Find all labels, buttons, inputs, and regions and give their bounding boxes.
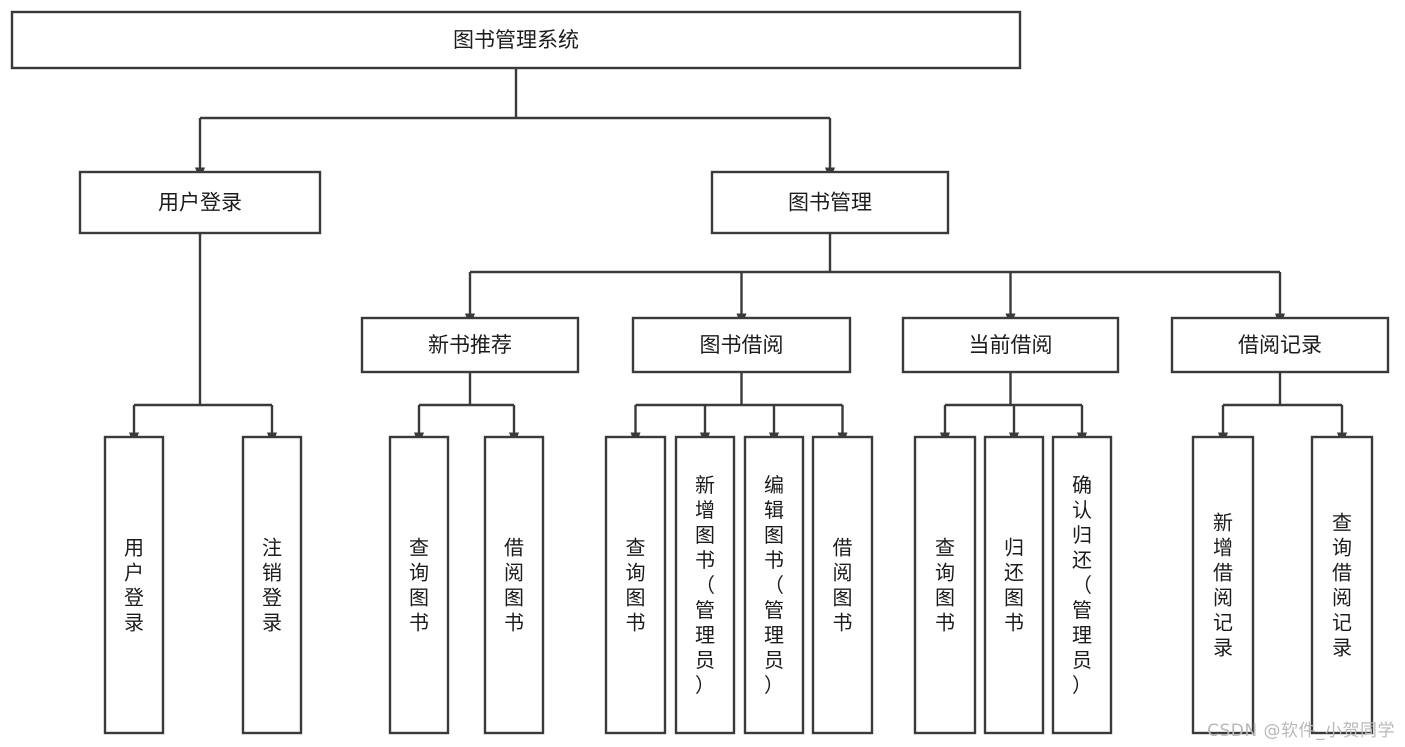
node-leaf-query-book-3[interactable]: 查询图书	[913, 435, 977, 735]
node-box-user-login	[78, 170, 322, 235]
node-box-leaf-query-book-1	[388, 435, 450, 735]
node-leaf-add-book-admin[interactable]: 新增图书（管理员）	[674, 435, 736, 735]
node-label-leaf-user-logout: 注销登录	[262, 536, 282, 635]
node-label-borrow-record: 借阅记录	[1238, 333, 1322, 357]
node-leaf-add-borrow-record[interactable]: 新增借阅记录	[1191, 435, 1255, 735]
node-box-leaf-borrow-book-2	[811, 435, 874, 735]
node-label-book-borrow: 图书借阅	[700, 333, 784, 357]
node-label-current-borrow: 当前借阅	[969, 333, 1053, 357]
node-leaf-query-book-2[interactable]: 查询图书	[604, 435, 667, 735]
node-box-leaf-add-book-admin	[674, 435, 736, 735]
node-box-new-book-recommend	[360, 316, 580, 374]
node-label-leaf-borrow-book-2: 借阅图书	[833, 536, 853, 635]
node-box-current-borrow	[901, 316, 1120, 374]
node-label-leaf-add-borrow-record: 新增借阅记录	[1213, 511, 1233, 660]
connectors-layer	[129, 68, 1347, 446]
node-box-root	[10, 10, 1022, 70]
node-book-management[interactable]: 图书管理	[710, 170, 950, 235]
node-leaf-return-book[interactable]: 归还图书	[983, 435, 1045, 735]
node-label-leaf-edit-book-admin: 编辑图书（管理员）	[764, 473, 784, 697]
node-leaf-user-login[interactable]: 用户登录	[103, 435, 165, 735]
node-book-borrow[interactable]: 图书借阅	[631, 316, 852, 374]
node-borrow-record[interactable]: 借阅记录	[1170, 316, 1390, 374]
node-box-leaf-edit-book-admin	[743, 435, 805, 735]
node-leaf-edit-book-admin[interactable]: 编辑图书（管理员）	[743, 435, 805, 735]
node-box-leaf-query-book-2	[604, 435, 667, 735]
nodes-layer: 图书管理系统用户登录图书管理用户登录注销登录新书推荐查询图书借阅图书图书借阅查询…	[10, 10, 1390, 735]
node-leaf-query-book-1[interactable]: 查询图书	[388, 435, 450, 735]
node-label-book-management: 图书管理	[788, 191, 872, 215]
node-current-borrow[interactable]: 当前借阅	[901, 316, 1120, 374]
node-label-user-login: 用户登录	[158, 191, 242, 215]
node-user-login[interactable]: 用户登录	[78, 170, 322, 235]
node-label-leaf-add-book-admin: 新增图书（管理员）	[695, 473, 715, 697]
node-leaf-borrow-book-1[interactable]: 借阅图书	[483, 435, 545, 735]
node-leaf-borrow-book-2[interactable]: 借阅图书	[811, 435, 874, 735]
node-label-root: 图书管理系统	[453, 28, 579, 52]
node-box-book-management	[710, 170, 950, 235]
node-box-leaf-user-logout	[241, 435, 303, 735]
node-label-leaf-query-book-3: 查询图书	[935, 536, 955, 635]
node-label-leaf-user-login: 用户登录	[124, 536, 144, 635]
node-box-leaf-query-book-3	[913, 435, 977, 735]
node-leaf-query-borrow-record[interactable]: 查询借阅记录	[1310, 435, 1374, 735]
node-label-leaf-query-book-1: 查询图书	[409, 536, 429, 635]
node-box-borrow-record	[1170, 316, 1390, 374]
node-box-leaf-add-borrow-record	[1191, 435, 1255, 735]
node-label-leaf-borrow-book-1: 借阅图书	[504, 536, 524, 635]
node-box-book-borrow	[631, 316, 852, 374]
node-label-leaf-query-book-2: 查询图书	[626, 536, 646, 635]
node-leaf-confirm-return-admin[interactable]: 确认归还（管理员）	[1051, 435, 1113, 735]
node-box-leaf-query-borrow-record	[1310, 435, 1374, 735]
node-new-book-recommend[interactable]: 新书推荐	[360, 316, 580, 374]
node-box-leaf-confirm-return-admin	[1051, 435, 1113, 735]
node-label-leaf-confirm-return-admin: 确认归还（管理员）	[1072, 473, 1092, 697]
node-label-leaf-query-borrow-record: 查询借阅记录	[1332, 511, 1352, 660]
node-box-leaf-user-login	[103, 435, 165, 735]
node-root[interactable]: 图书管理系统	[10, 10, 1022, 70]
node-leaf-user-logout[interactable]: 注销登录	[241, 435, 303, 735]
node-label-new-book-recommend: 新书推荐	[428, 333, 512, 357]
node-box-leaf-return-book	[983, 435, 1045, 735]
node-label-leaf-return-book: 归还图书	[1004, 536, 1024, 635]
node-box-leaf-borrow-book-1	[483, 435, 545, 735]
